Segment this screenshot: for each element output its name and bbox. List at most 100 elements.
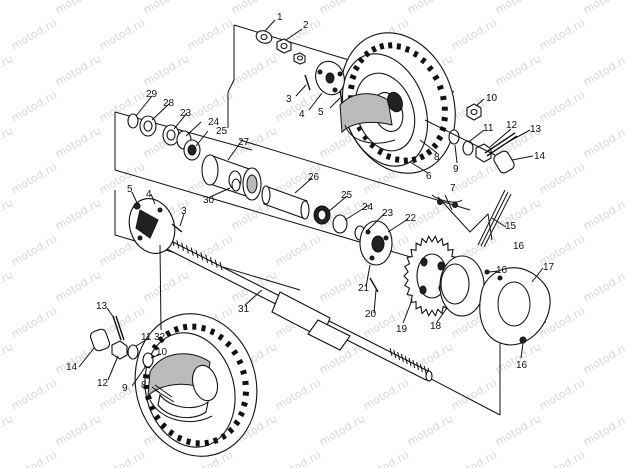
tread-lug	[233, 419, 241, 427]
spline-groove	[200, 252, 204, 261]
callout-6: 6	[426, 171, 432, 182]
callout-16a: 16	[496, 265, 508, 276]
callout-7: 7	[450, 183, 456, 194]
tread-lug	[195, 440, 200, 447]
watermark-text: motod.ru	[537, 160, 587, 196]
tread-lug	[387, 42, 393, 49]
tread-lug	[440, 95, 447, 101]
watermark-text: motod.ru	[317, 0, 367, 17]
tread-lug	[220, 432, 227, 440]
watermark-text: motod.ru	[361, 448, 411, 468]
tread-lug	[411, 156, 417, 164]
tread-lug	[200, 324, 207, 332]
tread-lug	[167, 429, 175, 437]
watermark-text: motod.ru	[581, 52, 625, 88]
tread-lug	[165, 330, 172, 338]
watermark-text: motod.ru	[0, 268, 15, 304]
watermark-text: motod.ru	[9, 376, 59, 412]
tread-lug	[425, 148, 433, 156]
spline-groove	[176, 240, 180, 249]
spline-groove	[185, 245, 189, 254]
callout-3b: 3	[181, 206, 187, 217]
watermark-text: motod.ru	[141, 268, 191, 304]
watermark-text: motod.ru	[141, 52, 191, 88]
callout-8b: 8	[141, 380, 147, 391]
washer-9b	[142, 352, 154, 368]
lower-left-hardware	[89, 315, 175, 403]
callout-23b: 23	[180, 108, 192, 119]
callout-11b: 11	[141, 332, 152, 343]
tread-lug	[242, 380, 249, 386]
callout-25b: 25	[341, 190, 353, 201]
watermark-text: motod.ru	[273, 376, 323, 412]
watermark-text: motod.ru	[97, 160, 147, 196]
watermark-text: motod.ru	[141, 0, 191, 17]
stud-5	[339, 91, 343, 101]
upper-hub-shadow	[339, 93, 393, 134]
spline-groove	[404, 355, 408, 365]
tread-lug	[231, 349, 239, 356]
callout-10: 10	[486, 93, 498, 104]
tread-lug	[436, 84, 444, 91]
washer-9	[448, 129, 460, 145]
watermark-text: motod.ru	[53, 412, 103, 448]
spline-groove	[419, 363, 423, 373]
watermark-text: motod.ru	[9, 448, 59, 468]
tread-lug	[431, 142, 439, 150]
tread-lug	[418, 153, 426, 161]
tread-lug	[379, 42, 385, 50]
cap-14	[493, 150, 515, 174]
callout-32: 32	[154, 332, 166, 343]
callout-10b: 10	[156, 347, 168, 358]
watermark-text: motod.ru	[97, 16, 147, 52]
callout-24: 24	[208, 117, 220, 128]
watermark-text: motod.ru	[53, 0, 103, 17]
watermark-text: motod.ru	[493, 340, 543, 376]
washer-11b	[127, 344, 139, 360]
watermark-text: motod.ru	[581, 268, 625, 304]
tread-lug	[242, 391, 250, 397]
tread-lug	[432, 74, 440, 81]
tread-lug	[182, 323, 188, 331]
tread-lug	[227, 426, 235, 434]
spline-groove	[195, 249, 199, 259]
tread-lug	[185, 438, 192, 446]
spline-groove	[412, 359, 416, 369]
watermark-text: motod.ru	[581, 340, 625, 376]
tread-lug	[236, 358, 244, 366]
callout-16c: 16	[513, 241, 525, 252]
callout-11: 11	[483, 123, 494, 134]
callout-14: 14	[534, 151, 546, 162]
sprocket-bolt-hole	[419, 285, 427, 295]
axle-splines	[171, 237, 431, 377]
watermark-text: motod.ru	[97, 448, 147, 468]
watermark-text: motod.ru	[405, 412, 455, 448]
watermark-text: motod.ru	[0, 412, 15, 448]
watermark-text: motod.ru	[53, 124, 103, 160]
callout-23: 23	[382, 208, 394, 219]
spline-groove	[209, 257, 213, 266]
cotter-13b	[112, 315, 122, 341]
spline-groove	[423, 365, 427, 375]
bolt-20	[369, 277, 379, 293]
watermark-text: motod.ru	[229, 124, 279, 160]
callout-12: 12	[506, 120, 518, 131]
tread-lug	[151, 343, 159, 351]
cover-17	[479, 267, 551, 346]
axle-spline-center	[307, 319, 351, 351]
watermark-text: motod.ru	[229, 52, 279, 88]
spline-groove	[400, 353, 404, 363]
callout-16b: 16	[516, 360, 528, 371]
watermark-text: motod.ru	[9, 232, 59, 268]
watermark-text: motod.ru	[493, 412, 543, 448]
callout-28: 28	[163, 98, 175, 109]
callout-20: 20	[365, 309, 377, 320]
tread-lug	[224, 340, 232, 348]
spline-groove	[393, 349, 397, 359]
tread-lug	[173, 325, 180, 333]
callout-29: 29	[146, 89, 158, 100]
watermark-text: motod.ru	[9, 304, 59, 340]
tread-lug	[160, 422, 168, 430]
watermark-text: motod.ru	[229, 0, 279, 17]
tread-lug	[176, 434, 183, 442]
